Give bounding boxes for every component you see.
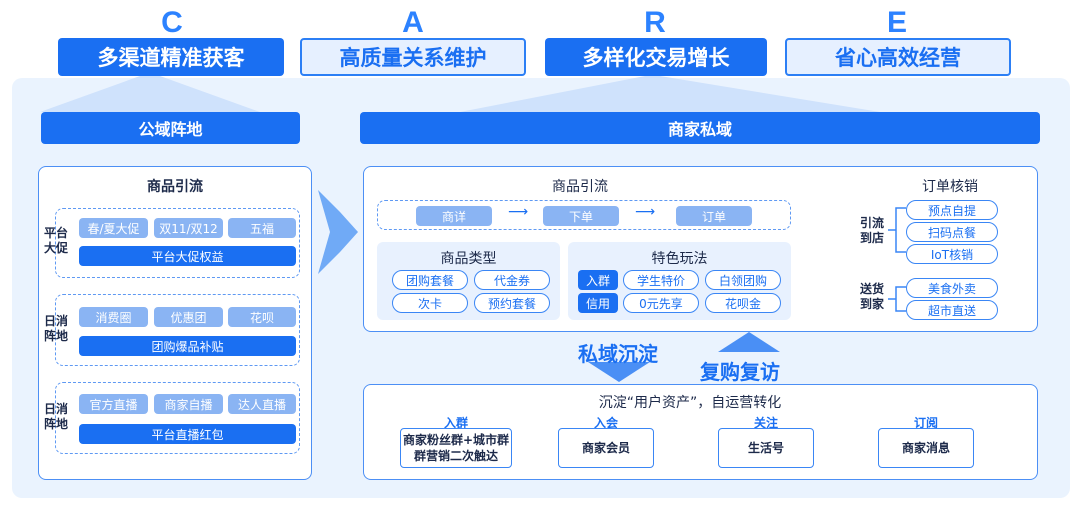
bracket-home	[888, 286, 906, 312]
tag-double11: 双11/双12	[154, 218, 223, 238]
order-supermarket: 超市直送	[906, 300, 998, 320]
flow-arrow-1: ⟶	[508, 204, 529, 220]
tag-xiaofeiquan: 消费圈	[79, 307, 148, 327]
label-private-deposit: 私域沉淀	[578, 342, 658, 366]
flow-step-receipt: 订单	[676, 206, 752, 226]
bar-group-subsidy: 团购爆品补贴	[79, 336, 296, 356]
features-title: 特色玩法	[651, 251, 708, 267]
pill-care-r: 多样化交易增长	[545, 38, 767, 76]
product-types-title: 商品类型	[440, 251, 497, 267]
arrow-up	[718, 332, 780, 352]
letter-e: E	[886, 6, 907, 39]
label-repurchase: 复购复访	[700, 360, 780, 384]
feature-key-join: 入群	[578, 270, 618, 290]
connector-c	[40, 76, 260, 112]
pill-care-c: 多渠道精准获客	[58, 38, 284, 76]
order-scan: 扫码点餐	[906, 222, 998, 242]
feature-student: 学生特价	[623, 270, 699, 290]
bottom-col-4-head: 订阅	[913, 416, 938, 430]
bottom-col-4-box: 商家消息	[878, 428, 974, 468]
tag-youhuituan: 优惠团	[154, 307, 223, 327]
type-voucher: 代金券	[474, 270, 550, 290]
order-side-store: 引流 到店	[859, 216, 884, 245]
tag-merchant-live: 商家自播	[154, 394, 223, 414]
flow-step-order: 下单	[543, 206, 619, 226]
letter-r: R	[644, 6, 666, 39]
type-group-package: 团购套餐	[392, 270, 468, 290]
arrow-down	[588, 362, 650, 382]
tag-official-live: 官方直播	[79, 394, 148, 414]
feature-key-credit: 信用	[578, 293, 618, 313]
connector-r	[460, 76, 880, 112]
type-punch-card: 次卡	[392, 293, 468, 313]
letter-c: C	[161, 6, 183, 39]
bottom-col-1-box: 商家粉丝群+城市群 群营销二次触达	[400, 428, 512, 468]
type-reservation: 预约套餐	[474, 293, 550, 313]
private-flow-title: 商品引流	[552, 179, 608, 195]
feature-zero-first: 0元先享	[623, 293, 699, 313]
order-iot: IoT核销	[906, 244, 998, 264]
bar-promo-benefit: 平台大促权益	[79, 246, 296, 266]
order-side-home: 送货 到家	[859, 282, 884, 311]
letter-a: A	[402, 6, 424, 39]
flow-arrow-2: ⟶	[635, 204, 656, 220]
bottom-col-2-head: 入会	[593, 416, 618, 430]
public-title: 商品引流	[147, 179, 203, 195]
private-header: 商家私域	[360, 112, 1040, 144]
order-pickup: 预点自提	[906, 200, 998, 220]
tag-kol-live: 达人直播	[228, 394, 296, 414]
feature-huabei-gold: 花呗金	[705, 293, 781, 313]
bar-live-redpacket: 平台直播红包	[79, 424, 296, 444]
group-3-side: 日消 阵地	[43, 402, 68, 431]
bottom-col-2-box: 商家会员	[558, 428, 654, 468]
pill-care-e: 省心高效经营	[785, 38, 1011, 76]
bottom-col-3-head: 关注	[753, 416, 778, 430]
feature-whitecollar: 白领团购	[705, 270, 781, 290]
tag-wufu: 五福	[228, 218, 296, 238]
group-1-side: 平台 大促	[43, 226, 68, 255]
pill-care-a: 高质量关系维护	[300, 38, 526, 76]
bottom-col-1-head: 入群	[443, 416, 468, 430]
flow-step-detail: 商详	[416, 206, 492, 226]
tag-huabei: 花呗	[228, 307, 296, 327]
group-2-side: 日消 阵地	[43, 314, 68, 343]
order-title: 订单核销	[922, 179, 978, 195]
bottom-title: 沉淀“用户资产”，自运营转化	[598, 395, 782, 411]
bottom-col-3-box: 生活号	[718, 428, 814, 468]
order-food-delivery: 美食外卖	[906, 278, 998, 298]
public-header: 公域阵地	[41, 112, 300, 144]
tag-spring-summer: 春/夏大促	[79, 218, 148, 238]
bracket-store	[888, 207, 906, 253]
arrow-public-to-private	[318, 190, 358, 274]
